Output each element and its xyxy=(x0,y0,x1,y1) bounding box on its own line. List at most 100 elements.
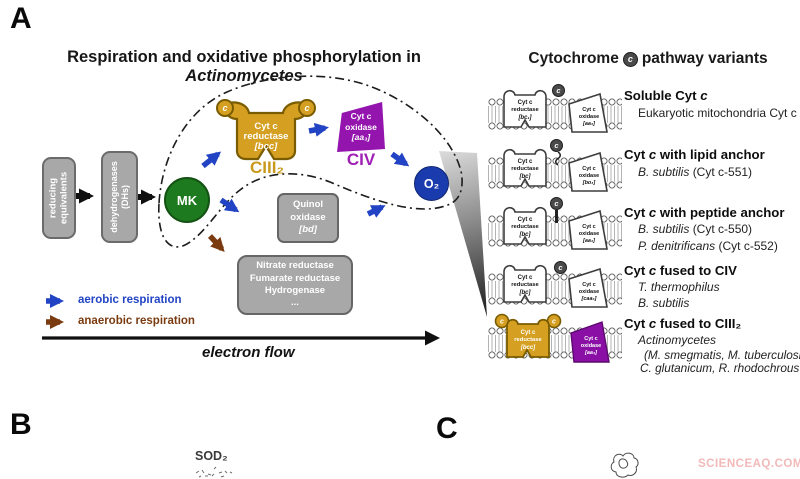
variant-title-fused-civ: Cyt c fused to CIV xyxy=(624,263,737,278)
ciii2-complex-shape: c c Cyt c reductase [bcc] xyxy=(216,99,316,161)
dehydrogenases-box: dehydrogenases (DHs) xyxy=(101,151,138,243)
variant-diagram-lipid-anchor: Cyt c reductase [bc] Cyt c oxidase [bo₃]… xyxy=(488,139,622,201)
oxi-l3: [aa₃] xyxy=(582,121,595,127)
reductase-shape: Cyt c reductase [bc] xyxy=(503,148,547,187)
red-l3: [bc] xyxy=(519,232,532,238)
ciii2-line1: Cyt c xyxy=(254,121,277,132)
red-l2: reductase xyxy=(514,337,542,343)
arrow-civ-to-o2 xyxy=(390,151,410,167)
electron-flow-label: electron flow xyxy=(202,344,295,361)
ciii2-name-label: CIII₂ xyxy=(250,158,284,177)
variant-diagram-soluble: Cyt c reductase [bc₁] Cyt c oxidase [aa₃… xyxy=(488,84,622,142)
sod2-label: SOD₂ xyxy=(195,449,228,463)
arrow-mk-to-anaerobic xyxy=(207,234,225,252)
variant-title-soluble: Soluble Cyt c xyxy=(624,88,708,103)
oxi-l3: [aa₃] xyxy=(582,238,595,244)
variant-diagram-fused-ciii2: c c Cyt c reductase [bcc] Cyt c oxidase … xyxy=(488,313,622,371)
sod2-structure-thumbnail xyxy=(195,466,233,478)
oxidase-shape: Cyt c oxidase [aa₃] xyxy=(568,93,608,133)
reductase-shape-gold: c c Cyt c reductase [bcc] xyxy=(494,313,562,358)
t-it: c xyxy=(648,263,657,278)
lipid-anchor-squiggle xyxy=(555,152,561,166)
panel-a-title: Respiration and oxidative phosphorylatio… xyxy=(26,48,462,86)
watermark: SCIENCEAQ.COM xyxy=(698,458,800,470)
line-species: B. subtilis xyxy=(638,222,693,236)
variants-header-pre: Cytochrome xyxy=(528,50,619,67)
red-l1: Cyt c xyxy=(518,275,533,281)
variant-line: T. thermophilus xyxy=(638,280,720,294)
oxi-l1: Cyt c xyxy=(582,224,595,230)
line-species: T. thermophilus xyxy=(638,280,720,294)
peptide-anchor-stalk xyxy=(555,210,558,223)
line-rest: (Cyt c-550) xyxy=(692,222,753,236)
anaerobic-line2: Fumarate reductase xyxy=(249,272,341,284)
quinol-line2: oxidase xyxy=(290,211,326,223)
t-it: c xyxy=(648,316,657,331)
ciii2-line3: [bcc] xyxy=(254,141,279,152)
quinol-line3: [bd] xyxy=(299,224,317,236)
anaerobic-line4: ... xyxy=(291,297,299,309)
ciii2-line2: reductase xyxy=(244,131,289,142)
anaerobic-line1: Nitrate reductase xyxy=(256,260,334,272)
reductase-shape: Cyt c reductase [bc] xyxy=(503,206,547,245)
reductase-shape: Cyt c reductase [bc₁] xyxy=(503,89,547,128)
variant-line: B. subtilis xyxy=(638,296,689,310)
protein-structure-thumbnail xyxy=(610,452,639,478)
line-species: (M. smegmatis, M. tuberculosis, xyxy=(644,348,800,362)
arrow-mk-to-quinol xyxy=(219,197,240,213)
variant-line: Actinomycetes xyxy=(638,333,716,347)
red-l2: reductase xyxy=(511,224,539,230)
legend-aerobic-label: aerobic respiration xyxy=(78,294,182,306)
line-species: B. subtilis xyxy=(638,165,693,179)
quinol-line1: Quinol xyxy=(292,199,324,211)
red-l3: [bc] xyxy=(519,290,532,296)
line-rest: (Cyt c-552) xyxy=(718,239,778,253)
cytochrome-c-icon: c xyxy=(622,51,638,67)
panel-a-title-text: Respiration and oxidative phosphorylatio… xyxy=(67,48,421,66)
arrow-mk-to-ciii2 xyxy=(201,151,222,169)
variant-title-peptide-anchor: Cyt c with peptide anchor xyxy=(624,205,784,220)
variants-panel-header: Cytochrome c pathway variants xyxy=(498,50,798,68)
oxi-l3: [aa₃] xyxy=(584,350,597,356)
red-l2: reductase xyxy=(511,282,539,288)
cyt-c-knob-left xyxy=(216,99,234,117)
anaerobic-line3: Hydrogenase xyxy=(264,285,326,296)
oxi-l1: Cyt c xyxy=(582,107,595,113)
panel-a-label: A xyxy=(10,2,32,35)
cyt-c-circle-fused: c xyxy=(554,261,567,274)
panel-a-title-italic: Actinomycetes xyxy=(185,67,303,85)
oxi-l2: oxidase xyxy=(581,343,601,349)
variant-line: B. subtilis (Cyt c-550) xyxy=(638,222,752,236)
red-l3: [bc₁] xyxy=(517,115,532,121)
reducing-equivalents-box: reducing equivalents xyxy=(42,157,76,239)
line-species: P. denitrificans xyxy=(638,239,719,253)
oxi-l2: oxidase xyxy=(579,289,599,295)
oxidase-shape: Cyt c oxidase [aa₃] xyxy=(568,210,608,250)
variant-line: (M. smegmatis, M. tuberculosis, xyxy=(644,348,800,362)
t-it: c xyxy=(648,205,657,220)
t-pre: Cyt xyxy=(624,147,649,162)
mk-node: MK xyxy=(164,177,210,223)
oxi-l3: [caa₃] xyxy=(581,296,597,302)
knob-c-right-label: c xyxy=(304,103,309,113)
oxi-l1: Cyt c xyxy=(582,282,595,288)
anaerobic-enzymes-box: Nitrate reductase Fumarate reductase Hyd… xyxy=(237,255,353,315)
supercomplex-loop-outline xyxy=(158,75,463,248)
t-pre: Cyt xyxy=(624,205,649,220)
variant-line: P. denitrificans (Cyt c-552) xyxy=(638,239,778,253)
t-post: fused to CIV xyxy=(656,263,737,278)
oxi-l1: Cyt c xyxy=(582,166,595,172)
red-l2: reductase xyxy=(511,107,539,113)
variant-diagram-fused-civ: Cyt c reductase [bc] Cyt c oxidase [caa₃… xyxy=(488,259,622,317)
oxi-l1: Cyt c xyxy=(584,336,597,342)
line-species: Actinomycetes xyxy=(638,333,717,347)
t-pre: Soluble Cyt xyxy=(624,88,701,103)
mk-label: MK xyxy=(176,192,198,208)
reductase-shape: Cyt c reductase [bc] xyxy=(503,264,547,303)
variant-line: B. subtilis (Cyt c-551) xyxy=(638,165,752,179)
arrow-ciii2-to-civ xyxy=(308,122,329,137)
line-rest: Eukaryotic mitochondria Cyt c xyxy=(638,106,797,120)
line-species: B. subtilis xyxy=(638,296,690,310)
civ-line2: oxidase xyxy=(345,121,377,132)
